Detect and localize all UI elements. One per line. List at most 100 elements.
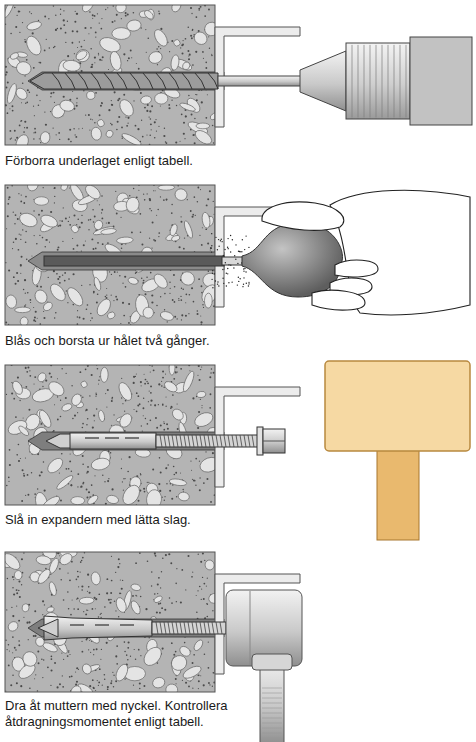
grain <box>181 314 183 316</box>
grain <box>117 121 119 123</box>
dust <box>218 245 219 246</box>
pebble <box>163 379 179 394</box>
pebble <box>74 49 88 62</box>
thread <box>172 435 174 447</box>
grain <box>79 226 81 228</box>
grain <box>164 496 165 497</box>
chuck-ridge <box>394 43 395 119</box>
grain <box>190 7 192 9</box>
grain <box>199 235 200 236</box>
chuck-ridge <box>388 45 389 117</box>
grain <box>127 13 129 15</box>
grain <box>211 368 213 370</box>
dust <box>226 285 227 286</box>
grain <box>71 561 73 563</box>
grain <box>65 32 67 34</box>
grain <box>169 490 171 492</box>
grain <box>20 212 21 213</box>
grain <box>133 685 134 686</box>
chuck-ridge <box>364 45 365 117</box>
thread <box>196 435 198 447</box>
grain <box>139 552 141 554</box>
chuck-ridge <box>382 45 383 117</box>
grain <box>78 586 79 587</box>
grain <box>113 414 114 415</box>
grain <box>33 106 34 107</box>
grain <box>101 218 103 220</box>
grain <box>147 37 149 39</box>
pebble <box>80 5 95 14</box>
grain <box>192 29 194 31</box>
grain <box>95 396 96 397</box>
grain <box>155 119 156 120</box>
grain <box>26 622 28 624</box>
grain <box>143 194 144 195</box>
grain <box>39 62 40 63</box>
grain <box>58 132 60 134</box>
pebble <box>196 391 206 399</box>
grain <box>20 234 21 235</box>
grain <box>179 246 181 248</box>
grain <box>166 142 168 144</box>
dust <box>235 244 236 245</box>
grain <box>15 26 17 28</box>
grain <box>198 688 199 689</box>
dust <box>239 278 240 279</box>
drill-bit <box>30 73 218 89</box>
grain <box>160 587 161 588</box>
grain <box>163 199 165 201</box>
grain <box>94 420 95 421</box>
grain <box>171 204 173 206</box>
grain <box>143 415 144 416</box>
grain <box>115 610 116 611</box>
grain <box>107 688 109 690</box>
finger <box>335 260 378 277</box>
grain <box>81 560 83 562</box>
dust <box>212 270 213 271</box>
grain <box>43 317 45 319</box>
grain <box>136 392 138 394</box>
grain <box>39 235 40 236</box>
grain <box>122 481 123 482</box>
grain <box>16 589 18 591</box>
grain <box>100 659 101 660</box>
grain <box>206 478 208 480</box>
dust <box>212 273 213 274</box>
grain <box>13 593 15 595</box>
grain <box>188 313 189 314</box>
grain <box>209 190 211 192</box>
grain <box>97 680 98 681</box>
grain <box>70 614 72 616</box>
grain <box>162 403 164 405</box>
grain <box>30 299 32 301</box>
dust <box>223 283 224 284</box>
grain <box>193 654 195 656</box>
grain <box>151 585 152 586</box>
grain <box>72 238 73 239</box>
dust <box>242 286 243 287</box>
pebble <box>5 294 18 309</box>
grain <box>155 555 157 557</box>
chuck-ridge <box>394 45 395 117</box>
grain <box>78 128 79 129</box>
grain <box>165 467 167 469</box>
grain <box>137 395 139 397</box>
grain <box>145 418 146 419</box>
grain <box>154 404 156 406</box>
grain <box>161 607 163 609</box>
grain <box>185 682 187 684</box>
grain <box>107 7 108 8</box>
grain <box>74 415 76 417</box>
grain <box>134 409 135 410</box>
pebble <box>90 457 111 472</box>
grain <box>122 302 124 304</box>
grain <box>154 137 156 139</box>
grain <box>57 278 59 280</box>
grain <box>182 489 184 491</box>
grain <box>20 201 22 203</box>
grain <box>44 246 46 248</box>
grain <box>18 644 20 646</box>
grain <box>141 425 142 426</box>
grain <box>140 231 142 233</box>
dust <box>221 239 222 240</box>
